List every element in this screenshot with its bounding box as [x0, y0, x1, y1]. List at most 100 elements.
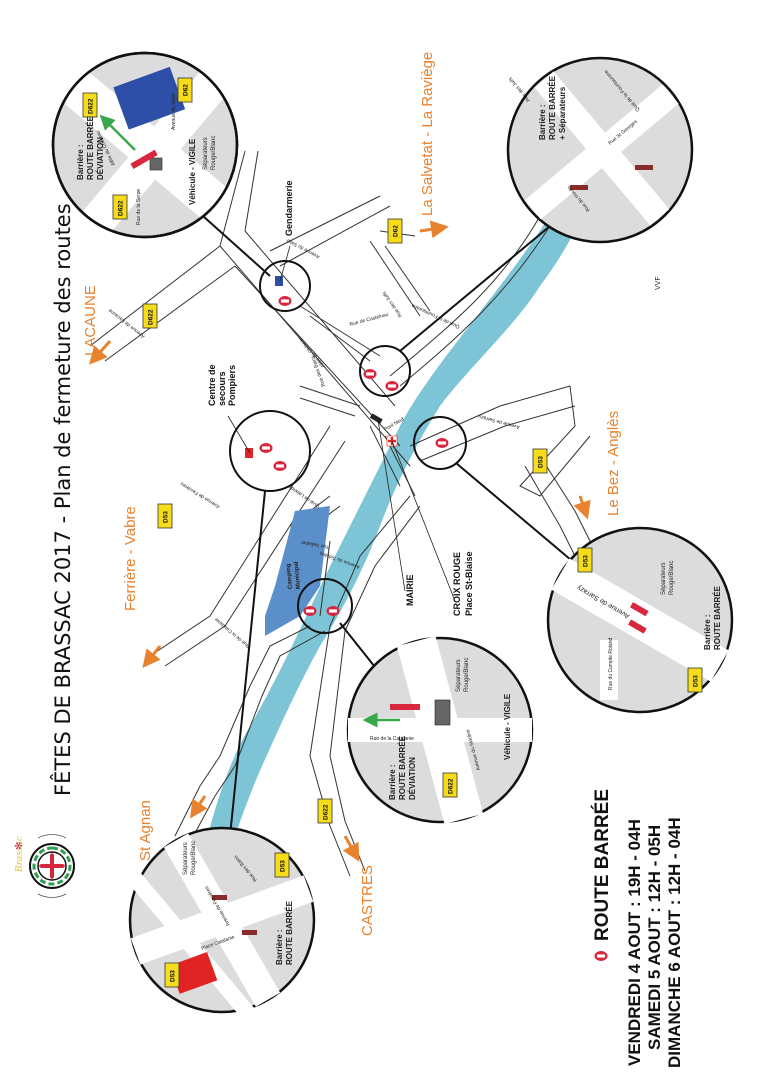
pompiers-label-3: Pompiers — [227, 365, 237, 406]
location-circle-gendarmerie[interactable] — [259, 260, 311, 312]
no-entry-icon — [259, 443, 273, 453]
location-circle-sarrazy[interactable] — [413, 416, 467, 470]
street-avenue-salar-detail: Avenue du Salar — [171, 93, 177, 130]
no-entry-icon — [326, 606, 340, 616]
legend-schedule-saturday: SAMEDI 5 AOUT : 12H - 05H — [645, 825, 664, 1050]
location-circle-quai[interactable] — [359, 345, 411, 397]
zoom-detail-catalanie: D622 Rue de la Catalanie Avenue du Sidob… — [346, 635, 534, 825]
callout-rouge-blanc-e: Rouge/Blanc — [191, 841, 197, 875]
badge-d622-south: D622 — [118, 200, 125, 216]
svg-text:D53: D53 — [538, 456, 545, 468]
location-circle-pompiers[interactable] — [229, 410, 311, 492]
no-entry-icon — [303, 606, 317, 616]
camping-label-line2: Municipal — [294, 561, 302, 589]
callout-rouge-blanc-c: Rouge/Blanc — [669, 561, 675, 595]
callout-rouge-blanc: Rouge/Blanc — [211, 136, 217, 170]
callout-barriere-e: Barrière : — [275, 929, 284, 965]
callout-rouge-blanc-d: Rouge/Blanc — [464, 658, 470, 692]
occitan-cross-icon — [39, 853, 65, 879]
croix-rouge-label-2: Place St-Blaise — [464, 551, 474, 616]
no-entry-icon — [435, 438, 449, 448]
street-rue-catalanie: Rue de la Catalanie — [214, 616, 252, 649]
badge-d53-c2: D53 — [583, 555, 590, 567]
badge-d53-e2: D53 — [280, 860, 287, 872]
zoom-detail-sarrazy: D53 D53 Avenue de Sarrazy Rue du Compte … — [546, 526, 734, 714]
callout-separateurs: Séparateurs — [203, 137, 209, 170]
callout-barriere-c: Barrière : — [703, 614, 712, 650]
callout-plus-separateurs: + Séparateurs — [558, 86, 567, 140]
svg-text:D622: D622 — [148, 309, 155, 325]
callout-vehicule-vigile-d: Véhicule - VIGILE — [503, 693, 512, 760]
street-vvf: VVF — [655, 276, 662, 290]
street-quai-lalande: Quai de Lalande — [287, 483, 321, 509]
callout-separateurs-d: Séparateurs — [456, 659, 462, 692]
badge-d62: D62 — [183, 84, 190, 96]
legend-schedule-sunday: DIMANCHE 6 AOUT : 12H - 04H — [665, 817, 684, 1068]
mairie-label: MAIRIE — [405, 575, 415, 607]
svg-text:CASTRES: CASTRES — [359, 865, 376, 936]
street-avenue-sarrazy: Avenue de Sarrazy — [477, 413, 520, 430]
svg-text:St Agnan: St Agnan — [137, 800, 154, 861]
callout-separateurs-e: Séparateurs — [183, 842, 189, 875]
svg-text:D622: D622 — [323, 804, 330, 820]
destination-ferriere-vabre: Ferrière - Vabre — [122, 506, 162, 669]
callout-route-barree-d: ROUTE BARRÉE — [398, 735, 407, 800]
callout-vehicule-vigile: Véhicule - VIGILE — [188, 138, 197, 205]
pompiers-marker — [245, 448, 253, 458]
croix-rouge-label-1: CROIX ROUGE — [452, 552, 462, 616]
gendarmerie-label: Gendarmerie — [284, 180, 294, 236]
street-rue-castelnau: Rue de Castelnau — [349, 312, 389, 328]
pompiers-label-2: secours — [217, 371, 227, 406]
no-entry-icon — [273, 461, 287, 471]
street-avenue-salar: Avenue du Salar — [285, 237, 321, 260]
street-compte-roland-detail: Rue du Compte Roland — [608, 638, 614, 690]
street-rue-serpe-detail: Rue de la Serpe — [136, 189, 142, 225]
logo-star-icon: ✻ — [14, 842, 25, 850]
callout-route-barree-b: ROUTE BARRÉE — [548, 75, 557, 140]
badge-d53-e: D53 — [170, 970, 177, 982]
street-avenue-lacaune: Avenue de Lacaune — [107, 307, 146, 339]
legend-route-barree: ROUTE BARRÉE — [591, 789, 613, 941]
callout-barriere: Barrière : — [76, 144, 85, 180]
destination-salvetat: La Salvetat - La Raviège — [419, 52, 449, 239]
road-badge-d622-castres: D622 — [317, 798, 333, 824]
callout-deviation-d: DÉVIATION — [408, 757, 417, 800]
no-entry-icon — [278, 296, 292, 306]
camping-label-line1: Camping — [286, 563, 294, 589]
street-avenue-ferrieres: Avenue de Ferrières — [179, 480, 221, 509]
badge-d53-c: D53 — [693, 675, 700, 687]
zoom-detail-gendarmerie: D622 D62 D622 Allée du Château Avenue du… — [51, 51, 239, 239]
svg-text:La Salvetat - La Raviège: La Salvetat - La Raviège — [419, 52, 436, 216]
road-badge-d53-lebez: D53 — [532, 448, 548, 474]
road-badge-d622-lacaune: D622 — [142, 303, 158, 329]
callout-route-barree-c: ROUTE BARRÉE — [713, 585, 722, 650]
callout-barriere-b: Barrière : — [538, 104, 547, 140]
street-rue-sabatier: Rue Sabatier — [300, 539, 330, 550]
gendarmerie-marker — [275, 276, 283, 286]
location-circle-sidobre[interactable] — [297, 578, 353, 634]
svg-text:Ferrière - Vabre: Ferrière - Vabre — [122, 506, 139, 611]
no-entry-icon — [385, 381, 399, 391]
logo-wordmark: Brassac — [15, 836, 25, 873]
legend-schedule-friday: VENDREDI 4 AOUT : 19H - 04H — [625, 819, 644, 1066]
callout-route-barree-e: ROUTE BARRÉE — [285, 900, 294, 965]
road-badge-d62-salvetat: D62 — [387, 218, 403, 244]
zoom-detail-quai: Barrière : ROUTE BARRÉE + Séparateurs Ru… — [506, 56, 694, 244]
mairie-marker — [369, 413, 383, 424]
poster-title: FÊTES DE BRASSAC 2017 - Plan de fermetur… — [50, 203, 75, 796]
destination-castres: CASTRES — [342, 835, 376, 936]
brassac-logo: Brassac ✻ — [14, 834, 75, 898]
callout-separateurs-c: Séparateurs — [661, 562, 667, 595]
svg-text:D53: D53 — [163, 511, 170, 523]
svg-text:D62: D62 — [393, 225, 400, 237]
badge-d622: D622 — [88, 98, 95, 114]
callout-barriere-d: Barrière : — [388, 764, 397, 800]
callout-route-barree: ROUTE BARRÉE — [86, 115, 95, 180]
destination-le-bez-angles: Le Bez - Anglès — [573, 411, 622, 520]
no-entry-icon — [363, 369, 377, 379]
legend: ROUTE BARRÉE VENDREDI 4 AOUT : 19H - 04H… — [591, 789, 684, 1068]
svg-text:Le Bez - Anglès: Le Bez - Anglès — [605, 411, 622, 516]
zoom-detail-pompiers: D53 D53 Avenue de Ferrières Rue des Bain… — [126, 826, 316, 1022]
pompiers-label-1: Centre de — [207, 364, 217, 406]
